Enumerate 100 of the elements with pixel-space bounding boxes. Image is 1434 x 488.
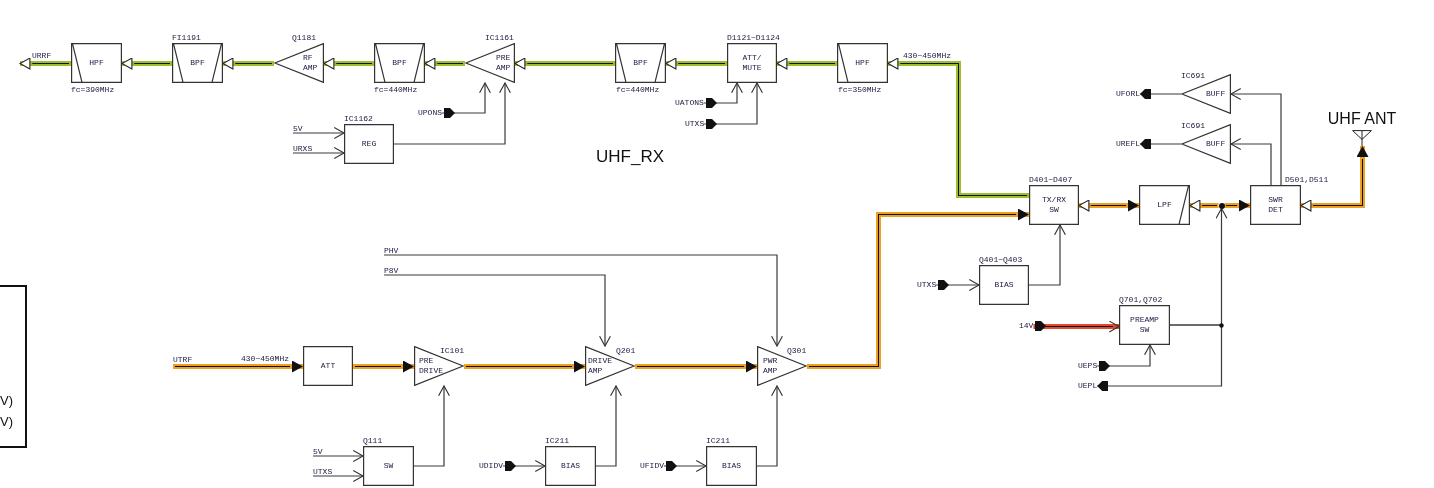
cutoff-frequency-label: fc=440MHz <box>616 86 660 94</box>
signal-line <box>1230 88 1282 186</box>
signal-name: UREFL <box>1116 140 1140 148</box>
rf-signal-path <box>807 208 1029 369</box>
signal-name: P8V <box>384 267 399 275</box>
section-title: UHF_RX <box>596 148 664 166</box>
signal-line <box>1139 89 1182 99</box>
signal-line <box>595 385 622 467</box>
circuit-block <box>1250 185 1301 225</box>
rf-signal-path <box>323 57 374 70</box>
rf-signal-path <box>665 57 727 70</box>
signal-name: UEPS <box>1078 362 1098 370</box>
signal-line <box>413 385 450 467</box>
signal-name: UTXS <box>917 281 937 289</box>
signal-name: 5V <box>293 125 303 133</box>
signal-name: UEPL <box>1078 382 1098 390</box>
signal-name: UFIDV <box>640 462 664 470</box>
part-designator: Q401~Q403 <box>979 256 1023 264</box>
rf-signal-path <box>1224 199 1250 212</box>
block-label: TX/RX SW <box>1042 195 1066 215</box>
signal-name: UTXS <box>685 120 705 128</box>
signal-line <box>312 450 364 462</box>
circuit-block <box>979 265 1029 305</box>
block-label: BIAS <box>560 461 581 471</box>
rf-signal-path <box>887 57 1029 198</box>
edge-label: 430~450MHz <box>241 355 289 363</box>
block-label: HPF <box>89 58 104 68</box>
signal-name: 14V <box>1019 322 1034 330</box>
junction-dot <box>1218 202 1225 209</box>
signal-line <box>1139 139 1182 149</box>
part-designator: D401~D407 <box>1029 176 1073 184</box>
amplifier-symbol <box>757 346 807 386</box>
signal-line <box>393 82 511 145</box>
signal-name: PHV <box>384 247 399 255</box>
part-designator: IC211 <box>706 437 730 445</box>
signal-name: 5V <box>313 448 323 456</box>
signal-line <box>1096 344 1156 367</box>
rf-signal-path <box>776 57 837 70</box>
rf-signal-path <box>635 360 757 373</box>
signal-line <box>1230 138 1272 186</box>
block-label: BPF <box>392 58 407 68</box>
part-designator: Q1181 <box>292 34 316 42</box>
signal-line <box>756 385 783 467</box>
amplifier-symbol <box>1181 124 1231 164</box>
block-label: PRE DRIVE <box>419 356 443 376</box>
rf-signal-path <box>1189 199 1219 212</box>
block-label: SWR DET <box>1268 195 1283 215</box>
circuit-block <box>1119 305 1170 345</box>
part-designator: IC691 <box>1181 72 1205 80</box>
part-designator: Q111 <box>363 437 383 445</box>
signal-line <box>935 279 980 291</box>
signal-line <box>383 274 611 347</box>
edge-label: URRF <box>32 52 52 60</box>
part-designator: Q301 <box>787 347 807 355</box>
amplifier-symbol <box>465 43 515 83</box>
block-label: BPF <box>633 58 648 68</box>
circuit-block <box>545 446 596 486</box>
signal-line <box>292 147 345 159</box>
signal-name: UATONS <box>675 99 704 107</box>
cutoff-frequency-label: fc=440MHz <box>374 86 418 94</box>
rf-signal-path <box>1300 146 1369 212</box>
signal-line <box>441 82 491 114</box>
block-label: ATT <box>320 361 336 371</box>
signal-line <box>292 127 345 139</box>
voltage-label: V) <box>0 393 13 408</box>
cutoff-frequency-label: fc=390MHz <box>71 86 115 94</box>
block-label: BUFF <box>1206 89 1226 99</box>
block-label: PRE AMP <box>496 53 511 73</box>
circuit-block <box>727 43 777 83</box>
rf-signal-path <box>464 360 585 373</box>
circuit-block <box>706 446 757 486</box>
block-label: DRIVE AMP <box>588 356 612 376</box>
signal-line <box>502 460 546 472</box>
amplifier-symbol <box>585 346 635 386</box>
part-designator: IC211 <box>545 437 569 445</box>
block-label: BPF <box>190 58 205 68</box>
block-label: BIAS <box>994 280 1014 290</box>
circuit-block <box>344 124 394 164</box>
signal-name: UTRF <box>173 355 193 367</box>
filter-block <box>837 43 888 83</box>
rf-signal-path <box>1078 199 1139 212</box>
block-label: ATT/ MUTE <box>742 53 762 73</box>
part-designator: IC101 <box>440 347 464 355</box>
filter-block <box>615 43 666 83</box>
signal-line <box>383 254 783 347</box>
signal-line <box>1096 324 1223 391</box>
amplifier-symbol <box>274 43 324 83</box>
rf-signal-path <box>19 57 71 70</box>
signal-name: UFORL <box>1116 90 1140 98</box>
circuit-block <box>303 346 353 386</box>
filter-block <box>1139 185 1190 225</box>
legend-box <box>0 285 27 448</box>
antenna-label: UHF ANT <box>1327 110 1397 128</box>
block-label: RF AMP <box>303 53 318 73</box>
signal-line <box>663 460 707 472</box>
part-designator: D501,D511 <box>1285 176 1329 184</box>
signal-name: UDIDV <box>479 462 503 470</box>
voltage-label: V) <box>0 414 13 429</box>
rf-signal-path <box>424 57 465 70</box>
part-designator: FI1191 <box>172 34 201 42</box>
